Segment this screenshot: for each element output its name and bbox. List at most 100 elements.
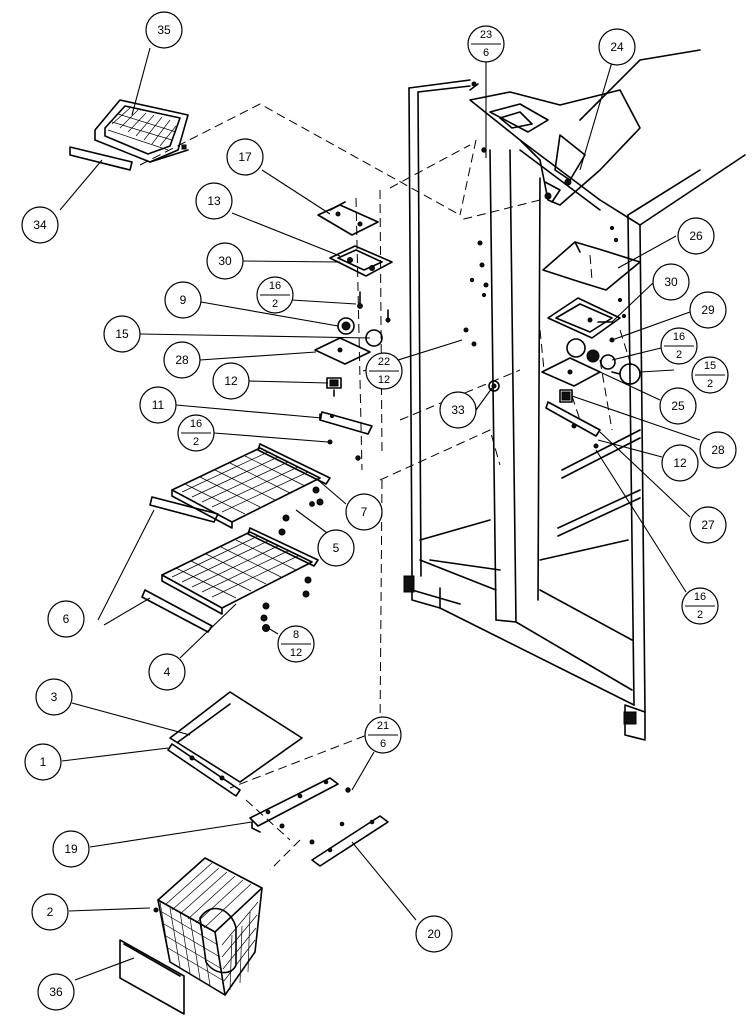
callout-label-top: 16: [673, 331, 685, 343]
callout-28-right: 28: [699, 431, 737, 469]
bracket-17: [317, 201, 379, 236]
cover-26: [542, 241, 641, 291]
callout-label: 33: [451, 403, 465, 417]
basket-2: [153, 857, 263, 996]
callout-label-bottom: 6: [483, 47, 489, 59]
callout-2: 2: [31, 893, 69, 931]
shelf-hardware: [260, 514, 312, 632]
callout-6: 6: [47, 600, 85, 638]
switch-12-right: [559, 389, 573, 403]
shelf-4: [161, 527, 319, 615]
callout-3: 3: [35, 678, 73, 716]
bracket-28-left: [314, 337, 371, 365]
callout-label-bottom: 12: [290, 647, 302, 659]
shelf-5: [171, 447, 321, 529]
socket-29: [566, 337, 616, 370]
callout-label: 1: [40, 755, 47, 769]
callout-4: 4: [148, 653, 186, 691]
callout-label: 11: [152, 398, 165, 412]
switch-12-left: [326, 377, 342, 397]
callout-label: 17: [238, 150, 252, 164]
callout-label: 35: [157, 23, 171, 37]
callout-label-top: 15: [704, 360, 716, 372]
callout-22-12: 22 12: [365, 352, 403, 390]
callout-label: 7: [361, 505, 368, 519]
basket-front-36: [119, 939, 185, 1015]
callout-label: 6: [63, 612, 70, 626]
callout-label: 12: [673, 456, 687, 470]
shelf-rail-7: [257, 443, 331, 507]
callout-label-top: 16: [694, 591, 706, 603]
callout-label: 15: [115, 327, 129, 341]
callout-11: 11: [139, 386, 177, 424]
callout-15-left: 15: [103, 315, 141, 353]
callout-label-top: 23: [480, 29, 492, 41]
callout-label: 2: [47, 905, 54, 919]
callout-label: 26: [689, 229, 703, 243]
trim-6: [141, 496, 219, 633]
callout-label: 3: [51, 690, 58, 704]
callout-26: 26: [677, 217, 715, 255]
callout-label: 4: [164, 665, 171, 679]
callout-label: 27: [701, 518, 715, 532]
callout-label: 34: [33, 218, 47, 232]
callout-label: 28: [711, 443, 725, 457]
callout-label-bottom: 2: [193, 436, 199, 448]
callout-30-right: 30: [652, 263, 690, 301]
callout-1: 1: [24, 743, 62, 781]
callout-33: 33: [439, 391, 477, 429]
socket-9: [337, 317, 383, 347]
callout-label-top: 16: [190, 418, 202, 430]
dispenser-assembly: [469, 49, 701, 206]
callout-label: 36: [49, 985, 63, 999]
callout-label: 20: [427, 927, 441, 941]
cover-11: [319, 411, 373, 435]
housing-30-right: [547, 297, 621, 339]
slide-19: [249, 777, 351, 833]
callout-20: 20: [415, 915, 453, 953]
callout-label: 9: [180, 293, 187, 307]
callout-34: 34: [21, 206, 59, 244]
callout-label-bottom: 12: [378, 374, 390, 386]
cover-27: [545, 401, 601, 449]
callout-16-2-c: 16 2: [660, 327, 698, 365]
leader-lines: [59, 47, 701, 981]
callout-16-2-d: 16 2: [681, 587, 719, 625]
callout-label-top: 8: [293, 629, 299, 641]
light-housing-13: [329, 245, 393, 277]
callout-21-6: 21 6: [364, 716, 402, 754]
screw-16-left: [357, 291, 391, 323]
callout-label-top: 21: [377, 720, 389, 732]
callout-label-top: 22: [378, 356, 390, 368]
callout-28-left: 28: [163, 341, 201, 379]
callout-7: 7: [345, 493, 383, 531]
ice-bin-35: [94, 99, 189, 163]
callout-label-bottom: 2: [272, 298, 278, 310]
callout-36: 36: [37, 973, 75, 1011]
callout-17: 17: [226, 138, 264, 176]
callout-30-left: 30: [206, 242, 244, 280]
strip-34: [69, 146, 133, 171]
callout-label-bottom: 2: [676, 349, 682, 361]
callout-label: 19: [64, 842, 78, 856]
callout-label: 24: [610, 40, 624, 54]
callout-25: 25: [659, 387, 697, 425]
callout-label: 13: [207, 194, 221, 208]
callout-23-6: 23 6: [467, 25, 505, 63]
screws-lower-left: [327, 439, 361, 461]
callout-label: 29: [701, 303, 715, 317]
callout-16-2-b: 16 2: [177, 414, 215, 452]
callout-12-right: 12: [661, 444, 699, 482]
callout-9: 9: [164, 281, 202, 319]
right-shelf-rails: [557, 429, 641, 537]
callout-label: 28: [175, 353, 189, 367]
callout-19: 19: [52, 830, 90, 868]
cover-3: [169, 691, 303, 783]
callout-27: 27: [689, 506, 727, 544]
trim-1: [167, 743, 241, 797]
slide-20: [309, 815, 389, 867]
callout-label: 12: [224, 374, 238, 388]
callout-label: 30: [218, 254, 232, 268]
bulb-15-right: [611, 363, 641, 385]
